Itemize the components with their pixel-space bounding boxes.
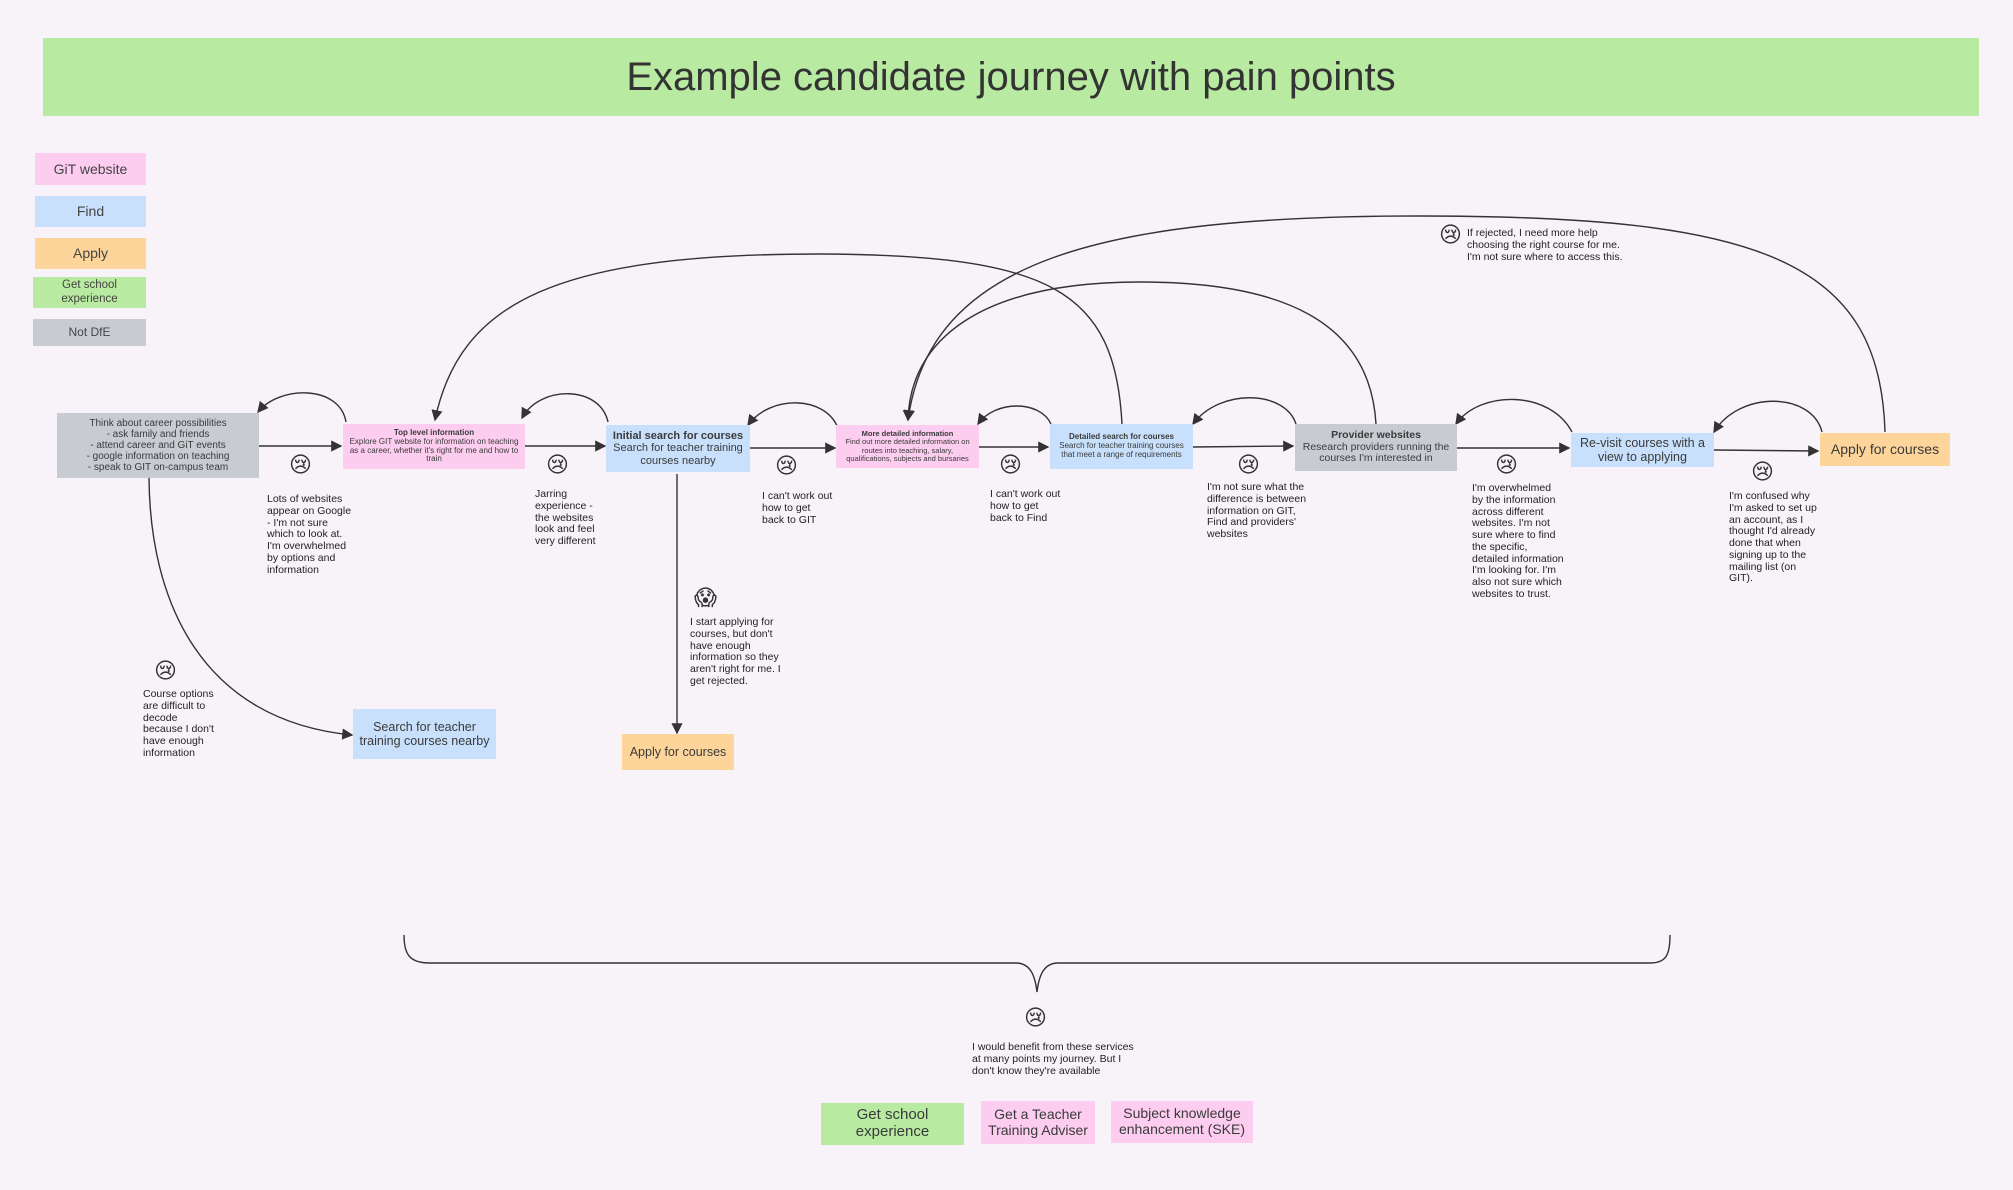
pain-point-note: I can't work out how to get back to GIT — [762, 490, 833, 526]
sad-face-icon: 😢 — [1237, 453, 1260, 478]
sad-face-icon: 😢 — [1751, 460, 1774, 485]
service-label: Subject knowledge enhancement (SKE) — [1118, 1105, 1246, 1137]
step-detailed-search: Detailed search for courses Search for t… — [1050, 424, 1193, 469]
sad-face-icon: 😢 — [999, 453, 1022, 478]
step-initial-search: Initial search for courses Search for te… — [606, 425, 750, 472]
legend-find: Find — [35, 196, 146, 227]
step-body: Search for teacher training courses near… — [359, 720, 490, 748]
step-apply-early: Apply for courses — [622, 734, 734, 770]
pain-point-note: Course options are difficult to decode b… — [143, 688, 214, 759]
pain-point-note: I start applying for courses, but don't … — [690, 616, 781, 687]
pain-point-note: Lots of websites appear on Google - I'm … — [267, 493, 352, 576]
step-body: Apply for courses — [629, 745, 727, 759]
step-title: Top level information — [393, 427, 475, 437]
pain-point-note: I would benefit from these services at m… — [972, 1041, 1134, 1077]
step-body: Explore GIT website for information on t… — [349, 436, 519, 464]
step-more-detailed-information: More detailed information Find out more … — [836, 425, 979, 468]
step-search-nearby: Search for teacher training courses near… — [353, 709, 496, 759]
pain-point-note: Jarring experience - the websites look a… — [535, 488, 596, 547]
step-apply-for-courses: Apply for courses — [1820, 433, 1950, 466]
service-subject-knowledge-enhancement: Subject knowledge enhancement (SKE) — [1111, 1101, 1253, 1143]
step-provider-websites: Provider websites Research providers run… — [1295, 424, 1457, 471]
sad-face-icon: 😢 — [1495, 453, 1518, 478]
legend-school-experience: Get school experience — [33, 277, 146, 308]
legend-git-website: GiT website — [35, 153, 146, 185]
service-teacher-training-adviser: Get a Teacher Training Adviser — [981, 1101, 1095, 1144]
pain-point-note: I can't work out how to get back to Find — [990, 488, 1061, 524]
step-body: Find out more detailed information on ro… — [845, 437, 970, 463]
pain-point-note: If rejected, I need more help choosing t… — [1467, 227, 1623, 263]
pain-point-note: I'm overwhelmed by the information acros… — [1472, 482, 1564, 600]
step-body: Search for teacher training courses that… — [1059, 441, 1184, 459]
step-think-about-career: Think about career possibilities - ask f… — [57, 413, 259, 478]
sad-face-icon: 😢 — [154, 659, 177, 684]
service-label: Get a Teacher Training Adviser — [988, 1105, 1088, 1138]
pain-point-note: I'm confused why I'm asked to set up an … — [1729, 490, 1817, 585]
step-body: Think about career possibilities - ask f… — [86, 417, 230, 474]
step-title: Detailed search for courses — [1069, 432, 1174, 442]
step-body: Apply for courses — [1830, 440, 1940, 457]
legend-apply: Apply — [35, 238, 146, 269]
sad-face-icon: 😢 — [775, 454, 798, 479]
step-body: Search for teacher training courses near… — [613, 442, 743, 467]
sad-face-icon: 😢 — [289, 453, 312, 478]
step-top-level-information: Top level information Explore GIT websit… — [343, 424, 525, 469]
step-body: Re-visit courses with a view to applying — [1579, 436, 1706, 464]
pain-point-note: I'm not sure what the difference is betw… — [1207, 481, 1307, 540]
step-revisit-courses: Re-visit courses with a view to applying — [1571, 433, 1714, 467]
title-banner: Example candidate journey with pain poin… — [43, 38, 1979, 116]
legend-not-dfe: Not DfE — [33, 319, 146, 346]
sad-face-icon: 😢 — [1439, 223, 1462, 248]
scream-face-icon: 😱 — [694, 586, 717, 611]
diagram-title: Example candidate journey with pain poin… — [626, 54, 1396, 99]
service-label: Get school experience — [855, 1106, 930, 1140]
sad-face-icon: 😢 — [546, 453, 569, 478]
step-body: Research providers running the courses I… — [1302, 440, 1450, 465]
step-title: Provider websites — [1331, 428, 1421, 441]
step-title: Initial search for courses — [612, 430, 744, 443]
step-title: More detailed information — [861, 428, 954, 438]
sad-face-icon: 😢 — [1024, 1006, 1047, 1031]
service-get-school-experience: Get school experience — [821, 1103, 964, 1145]
